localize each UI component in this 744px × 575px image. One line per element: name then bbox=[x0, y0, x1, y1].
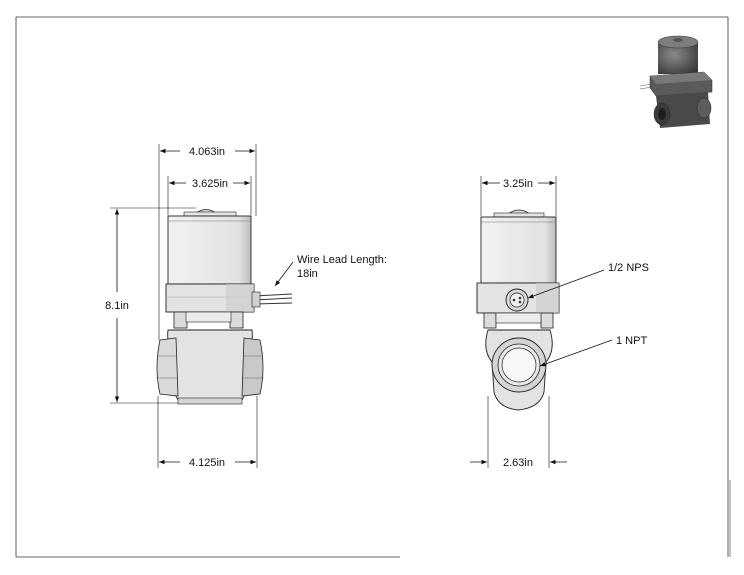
dim-front-overall-width: 4.063in bbox=[158, 144, 257, 340]
front-bonnet-bolts bbox=[173, 311, 244, 329]
dim-front-height-label: 8.1in bbox=[105, 300, 129, 312]
side-bonnet-bolts bbox=[483, 312, 554, 329]
valve-isometric-thumbnail bbox=[639, 26, 717, 136]
callout-wire-lead-line2: 18in bbox=[297, 268, 318, 280]
callout-main-port: 1 NPT bbox=[539, 335, 647, 367]
side-valve-body bbox=[485, 329, 553, 411]
front-valve-body bbox=[156, 329, 264, 405]
side-coil-cap-nub bbox=[493, 209, 545, 218]
dim-front-height: 8.1in bbox=[105, 207, 196, 404]
dim-front-coil-width-label: 3.625in bbox=[192, 178, 228, 190]
dim-front-overall-width-label: 4.063in bbox=[189, 146, 225, 158]
side-coil-housing bbox=[480, 216, 557, 284]
wire-leads bbox=[251, 291, 293, 308]
dim-side-base-width-label: 2.63in bbox=[503, 457, 533, 469]
callout-small-port: 1/2 NPS bbox=[527, 262, 649, 299]
dim-front-coil-width: 3.625in bbox=[167, 176, 252, 215]
callout-main-port-label: 1 NPT bbox=[616, 335, 647, 347]
front-coil-cap-nub bbox=[183, 209, 237, 217]
dim-side-base-width: 2.63in bbox=[470, 396, 567, 469]
side-view: 3.25in 2.63in 1/2 NPS 1 NPT bbox=[470, 176, 649, 469]
callout-wire-lead: Wire Lead Length: 18in bbox=[274, 254, 387, 287]
callout-small-port-label: 1/2 NPS bbox=[608, 262, 649, 274]
dim-front-base-width-label: 4.125in bbox=[189, 457, 225, 469]
side-small-port bbox=[505, 288, 529, 312]
dim-side-top-width-label: 3.25in bbox=[503, 178, 533, 190]
sheet-border bbox=[15, 16, 731, 558]
dim-front-base-width: 4.125in bbox=[157, 396, 258, 469]
front-view: 4.063in 3.625in 8.1in 4.125in bbox=[105, 144, 387, 469]
dim-side-top-width: 3.25in bbox=[480, 176, 557, 216]
callout-wire-lead-line1: Wire Lead Length: bbox=[297, 254, 387, 266]
front-coil-housing bbox=[167, 215, 252, 285]
